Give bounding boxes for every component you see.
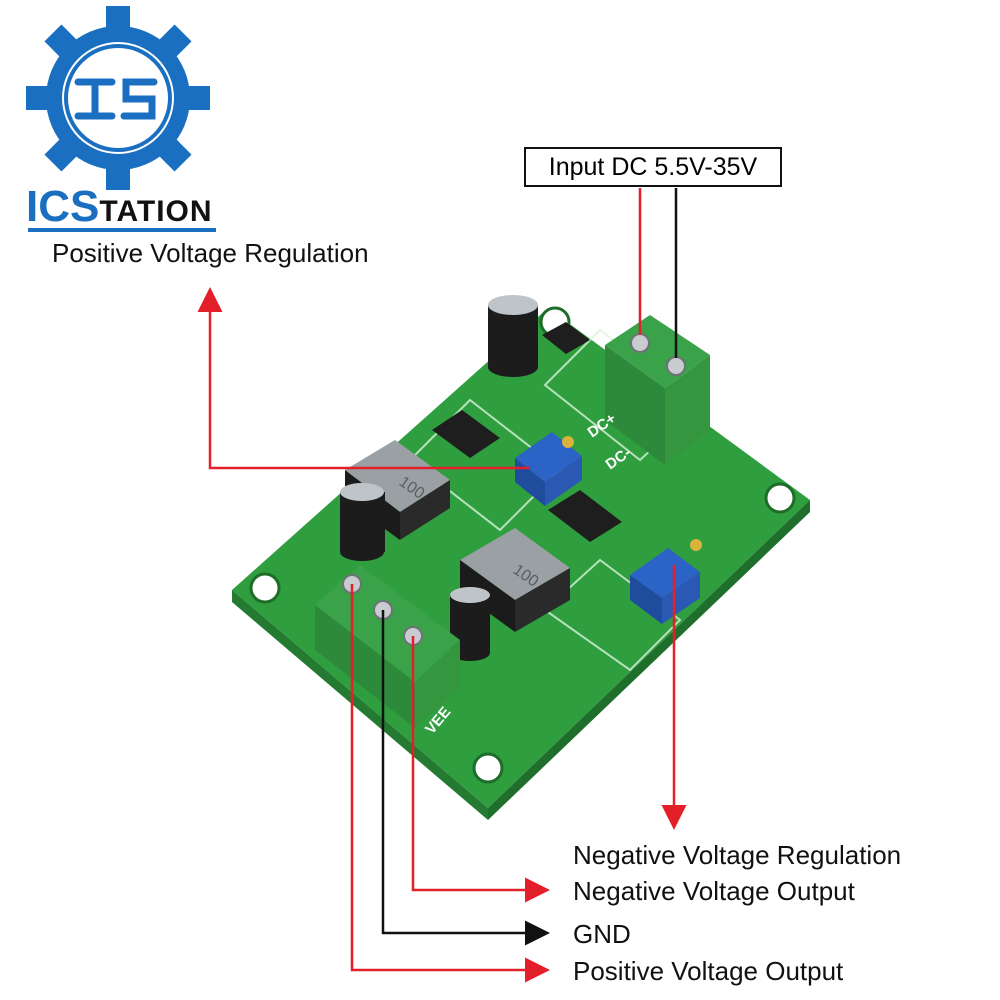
electrolytic-capacitor-left	[340, 483, 385, 561]
trimmer-potentiometer-positive	[515, 432, 582, 506]
negative-output-arrow	[411, 636, 550, 903]
brand-gear-icon	[26, 6, 210, 190]
negative-regulation-label: Negative Voltage Regulation	[573, 840, 902, 870]
ic-chips	[432, 322, 622, 542]
brand-prefix: IC	[26, 182, 70, 231]
brand-underline	[28, 228, 216, 232]
electrolytic-capacitor-top	[488, 295, 538, 377]
positive-output-arrow	[350, 584, 550, 983]
input-terminal-block	[605, 315, 710, 465]
gnd-arrow	[381, 610, 550, 946]
trimmer-potentiometer-negative	[630, 539, 702, 624]
brand-highlight: S	[70, 182, 100, 231]
positive-regulation-arrow	[197, 287, 530, 470]
gnd-label: GND	[573, 919, 631, 949]
brand-suffix: TATION	[99, 195, 213, 228]
positive-regulation-label: Positive Voltage Regulation	[52, 238, 369, 268]
negative-output-label: Negative Voltage Output	[573, 876, 855, 906]
input-dc-label: Input DC 5.5V-35V	[524, 147, 782, 187]
brand-wordmark: ICSTATION	[26, 182, 213, 232]
positive-output-label: Positive Voltage Output	[573, 956, 844, 986]
